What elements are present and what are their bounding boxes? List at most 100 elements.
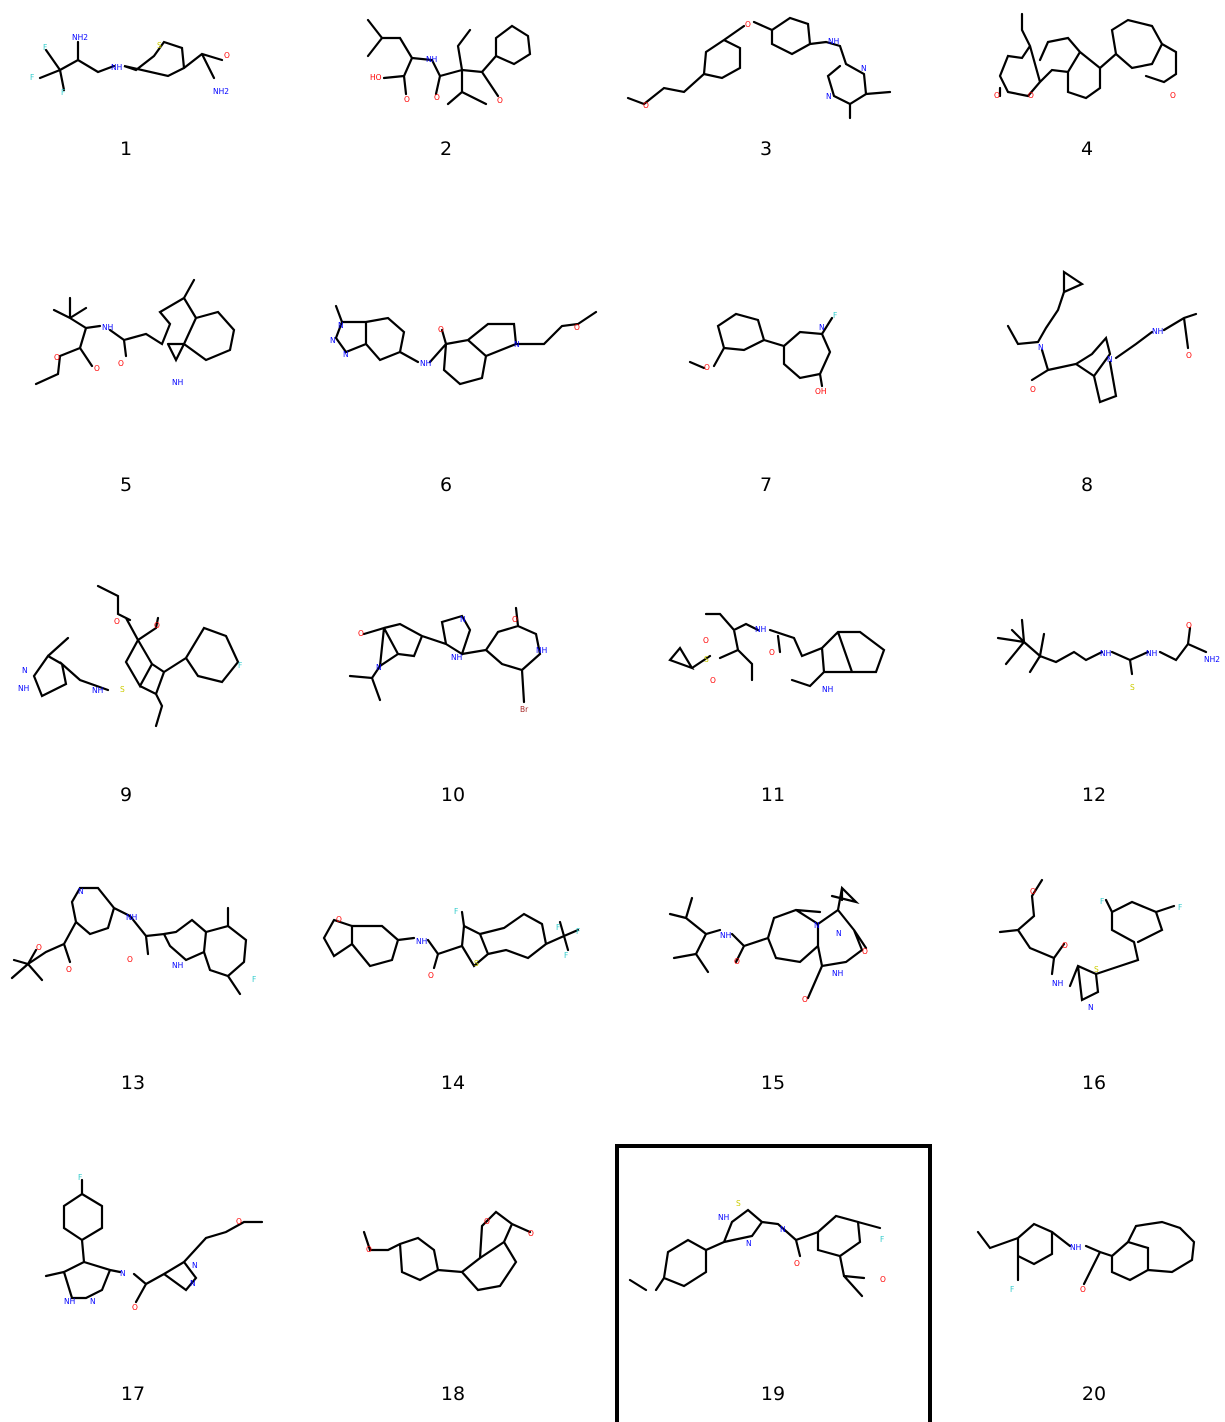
molecule-caption: 5 [120,474,132,496]
atom-label: F [833,311,837,320]
molecule-caption: 4 [1081,138,1093,160]
atom-label: O [484,1217,490,1226]
atom-label: O [132,1303,138,1312]
atom-label: N [814,921,820,930]
molecule-20: NH F O 20 [976,1220,1196,1405]
atom-label: HO [370,73,382,82]
molecule-19: S NH N N O O F 19 [628,1199,886,1405]
molecule-caption: 11 [761,784,785,806]
atom-label: F [1178,903,1182,912]
molecule-9: O O N NH NH S F 9 [18,584,242,806]
molecule-caption: 10 [441,784,465,806]
molecule-caption: 14 [441,1072,465,1094]
molecule-3: O O NH N N 3 [626,16,892,160]
atom-label: F [564,951,568,960]
molecule-caption: 20 [1082,1383,1106,1405]
atom-label: N [78,887,84,896]
atom-label: N [90,1297,96,1306]
atom-label: NH [420,359,431,368]
molecule-15-structure [668,885,868,1000]
molecule-17: F N O N N NH N O 17 [44,1173,264,1405]
atom-label: N [460,615,466,624]
atom-label: O [734,957,740,966]
atom-label: O [428,971,434,980]
atom-label: O [1170,91,1176,100]
atom-label: NH [102,323,113,332]
molecule-6: N N N O NH N O 6 [330,304,598,496]
atom-label: S [704,655,709,664]
molecule-17-structure [44,1178,264,1304]
molecule-caption: 6 [440,474,452,496]
atom-label: NH [426,55,437,64]
atom-label: N [338,321,344,330]
molecule-10: O N N NH O NH Br 10 [348,606,547,806]
molecule-caption: 12 [1082,784,1106,806]
molecule-8-structure [1006,269,1198,404]
molecule-4-structure [998,12,1178,100]
molecule-13-structure [10,886,248,996]
atom-label: NH [720,931,731,940]
atom-label: O [794,1259,800,1268]
molecule-18: O O O 18 [362,1210,534,1405]
molecule-13: N NH O O O NH F 13 [10,886,256,1094]
molecule-15: NH O N N O O NH 15 [668,885,868,1094]
atom-label: O [704,363,710,372]
atom-label: NH [718,1213,729,1222]
atom-label: O [994,91,1000,100]
atom-label: NH [64,1297,75,1306]
atom-label: O [438,325,444,334]
molecule-5: NH O O O NH 5 [34,278,236,496]
atom-label: O [127,955,133,964]
atom-label: O [434,93,440,102]
atom-label: O [528,1229,534,1238]
atom-label: O [710,676,716,685]
molecule-4: O O O 4 [994,12,1178,160]
molecule-16: O F F O NH S N 16 [998,878,1182,1094]
molecule-caption: 13 [121,1072,145,1094]
atom-label: NH [536,646,547,655]
molecule-caption: 7 [760,474,772,496]
atom-label: N [330,336,336,345]
molecule-caption: 19 [761,1383,785,1405]
atom-label: N [746,1239,752,1248]
molecule-1-structure [38,40,224,92]
atom-label: O [224,51,230,60]
atom-label: O [66,965,72,974]
molecule-2: HO O NH O O 2 [366,18,532,160]
molecule-14-structure [322,910,580,970]
atom-label: Br [520,705,529,714]
atom-label: O [94,364,100,373]
atom-label: O [358,629,364,638]
atom-label: O [862,947,868,956]
atom-label: NH [1146,649,1157,658]
atom-label: O [1186,351,1192,360]
atom-label: NH [172,961,183,970]
atom-label: NH [451,653,462,662]
atom-label: O [1030,887,1036,896]
molecule-caption: 17 [121,1383,145,1405]
molecule-7: O N F OH 7 [688,311,837,496]
molecule-9-structure [32,584,240,728]
atom-label: S [736,1199,741,1208]
molecule-caption: 8 [1081,474,1093,496]
molecule-1: F F F NH2 NH S O NH2 1 [30,33,230,160]
molecule-5-structure [34,278,236,386]
atom-label: NH2 [213,87,229,96]
atom-label: O [1030,385,1036,394]
atom-label: O [802,995,808,1004]
atom-label: O [54,353,60,362]
atom-label: N [1038,343,1044,352]
atom-label: S [120,685,125,694]
atom-label: N [826,92,832,101]
atom-label: O [1186,621,1192,630]
atom-label: NH [822,685,833,694]
atom-label: N [120,1269,126,1278]
atom-label: NH [1152,327,1163,336]
molecule-14: O NH F O S F F F 14 [322,907,580,1094]
molecule-caption: 9 [120,784,132,806]
atom-label: O [1028,91,1034,100]
atom-label: O [880,1275,886,1284]
atom-label: NH [1070,1243,1081,1252]
atom-label: O [497,96,503,105]
atom-label: S [1094,965,1099,974]
